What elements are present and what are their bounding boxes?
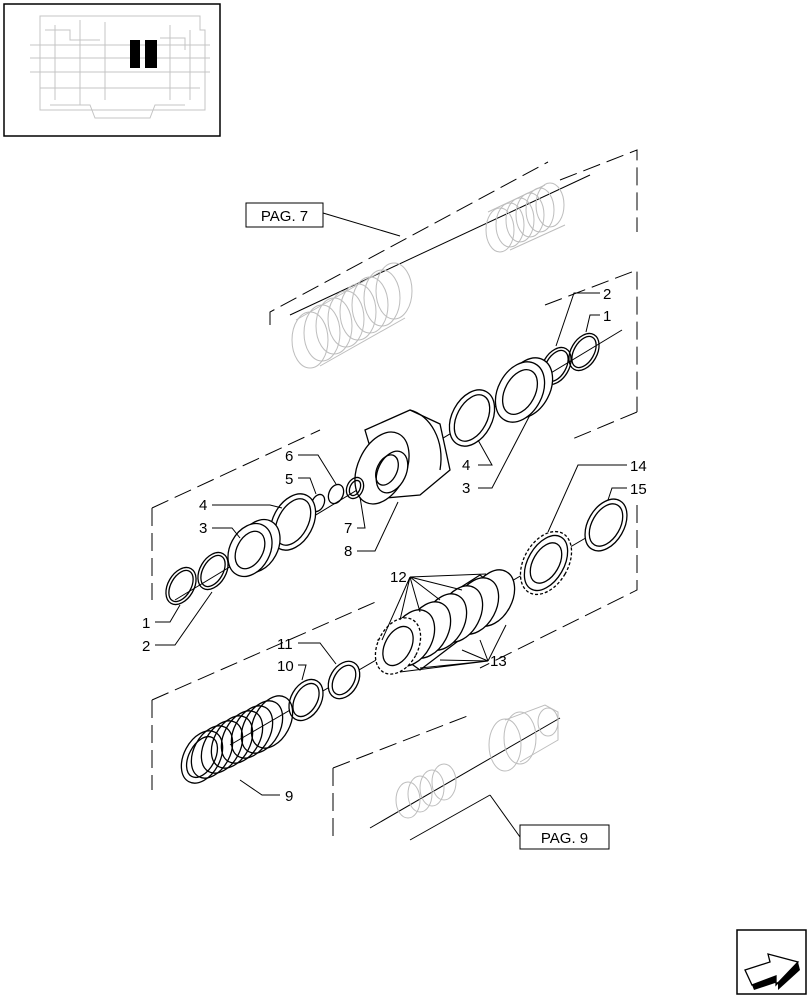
callout-6: 6	[285, 448, 293, 465]
page-ref-top[interactable]: PAG. 7	[245, 202, 324, 228]
part-2-ring-left	[197, 551, 229, 591]
part-11-ring	[327, 660, 361, 700]
callout-1-left: 1	[142, 615, 150, 632]
part-12-13-clutch-disc-pack	[374, 569, 516, 675]
callout-15: 15	[630, 481, 647, 498]
callout-8: 8	[344, 543, 352, 560]
callout-4-right: 4	[462, 457, 470, 474]
callout-7: 7	[344, 520, 352, 537]
frame-bottom-group	[332, 704, 561, 841]
part-15-ring	[584, 498, 628, 552]
leader-lines-middle	[155, 292, 600, 646]
callout-12: 12	[390, 569, 407, 586]
part-1-snap-ring-left	[165, 566, 197, 606]
part-7-ring	[345, 476, 365, 500]
callout-2-right: 2	[603, 286, 611, 303]
part-14-toothed-plate	[519, 530, 573, 596]
callout-4-left: 4	[199, 497, 207, 514]
callout-9: 9	[285, 788, 293, 805]
part-4-washer-right	[448, 389, 496, 447]
part-6-o-ring	[327, 483, 345, 505]
svg-text:PAG. 9: PAG. 9	[541, 830, 588, 847]
part-8-piston-drum	[354, 409, 451, 505]
page-ref-bottom[interactable]: PAG. 9	[519, 824, 610, 850]
part-10-ring	[288, 678, 324, 722]
frame-top-group	[269, 149, 638, 369]
svg-text:PAG. 7: PAG. 7	[261, 208, 308, 225]
callout-13: 13	[490, 653, 507, 670]
callout-5: 5	[285, 471, 293, 488]
part-3-bearing-right	[494, 357, 554, 423]
part-9-spring	[180, 695, 294, 784]
next-page-arrow-icon[interactable]	[736, 929, 807, 995]
callout-3-left: 3	[199, 520, 207, 537]
callout-2-left: 2	[142, 638, 150, 655]
callout-3-right: 3	[462, 480, 470, 497]
callout-10: 10	[277, 658, 294, 675]
callout-14: 14	[630, 458, 647, 475]
callout-labels: 2 1 4 3 6 5 4 3 7 8 1 2 14 15 12 13 11 1…	[142, 286, 647, 805]
callout-1-right: 1	[603, 308, 611, 325]
callout-11: 11	[277, 636, 293, 653]
leader-lines-lower	[239, 464, 627, 796]
locator-thumbnail-icon[interactable]	[3, 3, 221, 137]
part-1-snap-ring-right	[568, 332, 600, 372]
